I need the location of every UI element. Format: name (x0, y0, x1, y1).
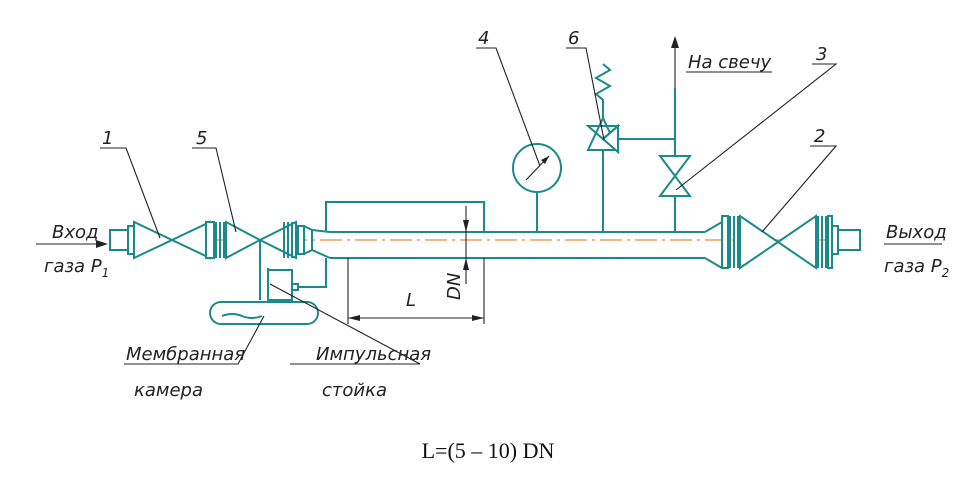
inlet-valve (133, 220, 225, 260)
label-outlet-line2: газа P2 (884, 256, 949, 280)
label-outlet-line1: Выход (886, 222, 947, 243)
safety-relief-valve (585, 63, 675, 232)
dimension-l (347, 258, 485, 324)
label-item-6: 6 (568, 28, 579, 49)
pressure-regulator (225, 220, 331, 300)
main-pipeline (109, 221, 861, 269)
label-diameter: DN (444, 273, 465, 300)
dimension-dn (463, 206, 469, 284)
label-membrane-line2: камера (134, 380, 203, 401)
formula: L=(5 – 10) DN (422, 438, 555, 463)
leader-lines (36, 47, 942, 365)
label-membrane-line1: Мембранная (126, 344, 245, 365)
label-item-4: 4 (478, 28, 489, 49)
label-inlet-line1: Вход (52, 222, 98, 243)
label-length: L (406, 290, 416, 311)
vent-valve (658, 36, 692, 232)
label-impulse-line1: Импульсная (316, 344, 431, 365)
membrane-chamber (209, 301, 319, 325)
outlet-valve (721, 214, 833, 270)
label-item-2: 2 (814, 126, 825, 147)
label-item-1: 1 (102, 128, 113, 149)
label-inlet-line2: газа P1 (44, 256, 109, 280)
label-vent: На свечу (688, 52, 772, 73)
label-item-3: 3 (816, 44, 827, 65)
pressure-gauge (512, 143, 562, 232)
label-item-5: 5 (196, 128, 207, 149)
label-impulse-line2: стойка (322, 380, 387, 401)
